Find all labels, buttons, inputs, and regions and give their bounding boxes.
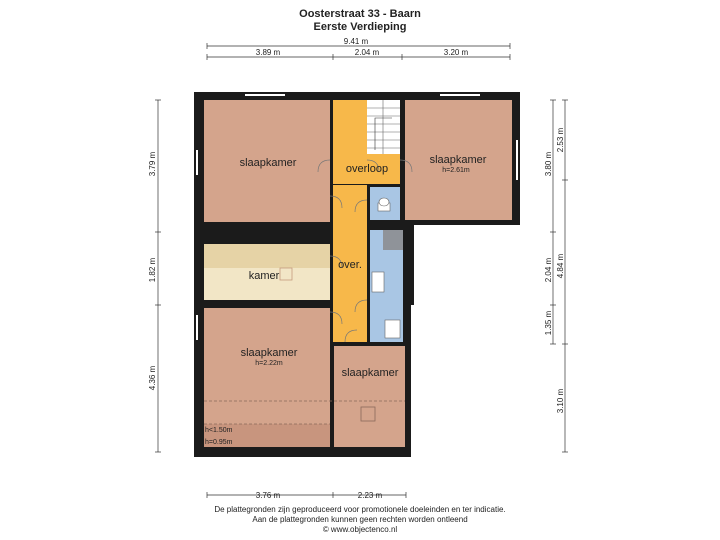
- room-overloop-ext: [367, 154, 400, 184]
- label-slaapkamer-top-right: slaapkamer: [430, 154, 487, 166]
- room-over: [333, 185, 367, 342]
- dimension-lines-right: [550, 99, 568, 453]
- footer-disclaimer-line1: De plattegronden zijn geproduceerd voor …: [214, 505, 506, 514]
- dim-right-d: 4.84 m: [556, 253, 565, 278]
- label-slaapkamer-bottom-left: slaapkamer: [241, 347, 298, 359]
- room-kamer-dark: [204, 244, 330, 268]
- dim-top-left: 3.89 m: [256, 48, 281, 57]
- footer-disclaimer-line2: Aan de plattegronden kunnen geen rechten…: [252, 515, 468, 524]
- shower-tile: [383, 230, 403, 250]
- dim-right-f: 3.10 m: [556, 388, 565, 413]
- room-slaapkamer-bottom-right: [334, 346, 405, 447]
- label-height-bottom-left: h=2.22m: [255, 360, 283, 367]
- dim-right-a: 3.80 m: [544, 151, 553, 176]
- floorplan-floor-name: Eerste Verdieping: [313, 21, 407, 33]
- dim-right-b: 2.53 m: [556, 127, 565, 152]
- dim-right-e: 1.35 m: [544, 310, 553, 335]
- window-marks: [196, 94, 518, 340]
- dim-bottom-right: 2.23 m: [358, 491, 383, 500]
- dimension-lines-top: [206, 43, 511, 60]
- dim-top-total: 9.41 m: [344, 37, 369, 46]
- dim-top-mid: 2.04 m: [355, 48, 380, 57]
- dim-left-bottom: 4.36 m: [148, 365, 157, 390]
- room-slaapkamer-top-right: [405, 100, 512, 220]
- label-slaapkamer-top-left: slaapkamer: [240, 157, 297, 169]
- dim-right-c: 2.04 m: [544, 257, 553, 282]
- room-kamer-light: [204, 268, 330, 300]
- dim-left-mid: 1.82 m: [148, 257, 157, 282]
- label-height-top-right: h=2.61m: [442, 167, 470, 174]
- room-slaapkamer-top-left: [204, 100, 330, 222]
- dimension-lines-bottom: [206, 492, 407, 498]
- room-overloop: [333, 100, 367, 184]
- label-kamer: kamer: [249, 270, 280, 282]
- staircase: [367, 100, 400, 154]
- toilet-icon: [377, 197, 391, 212]
- label-height-095: h=0.95m: [205, 439, 233, 446]
- label-overloop: overloop: [346, 163, 388, 175]
- dimension-lines-left: [155, 99, 161, 453]
- label-slaapkamer-bottom-right: slaapkamer: [342, 367, 399, 379]
- floorplan-address: Oosterstraat 33 - Baarn: [299, 8, 421, 20]
- low-ceiling-zone: [204, 424, 330, 447]
- bath-fixtures: [371, 271, 401, 339]
- label-over: over.: [338, 259, 362, 271]
- roof-hatch-bedroom: [360, 406, 376, 422]
- dim-left-top: 3.79 m: [148, 151, 157, 176]
- dim-bottom-left: 3.76 m: [256, 491, 281, 500]
- staircase-steps: [367, 100, 400, 154]
- label-height-150: h<1.50m: [205, 427, 233, 434]
- footer-copyright: © www.objectenco.nl: [322, 525, 398, 534]
- door-swings: [317, 159, 413, 343]
- dim-top-right: 3.20 m: [444, 48, 469, 57]
- roof-hatch-kamer: [279, 267, 293, 281]
